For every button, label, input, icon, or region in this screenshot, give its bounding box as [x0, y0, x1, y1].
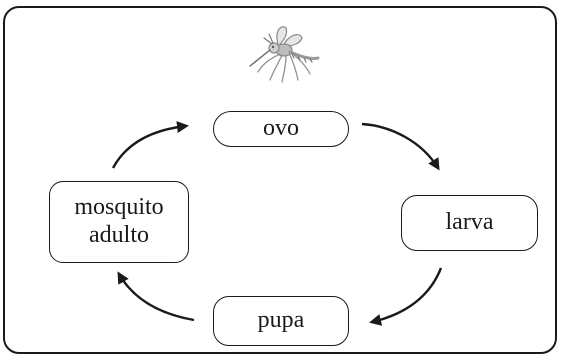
arrow-egg-to-larva [361, 122, 440, 171]
node-egg: ovo [213, 111, 349, 147]
arrow-pupa-to-adult [117, 271, 195, 322]
arrow-adult-to-egg [111, 121, 189, 169]
node-pupa: pupa [213, 296, 349, 346]
mosquito-icon [249, 26, 320, 83]
arrow-larva-to-pupa [369, 267, 443, 326]
node-larva: larva [401, 195, 538, 251]
node-adult-mosquito: mosquito adulto [49, 181, 189, 263]
